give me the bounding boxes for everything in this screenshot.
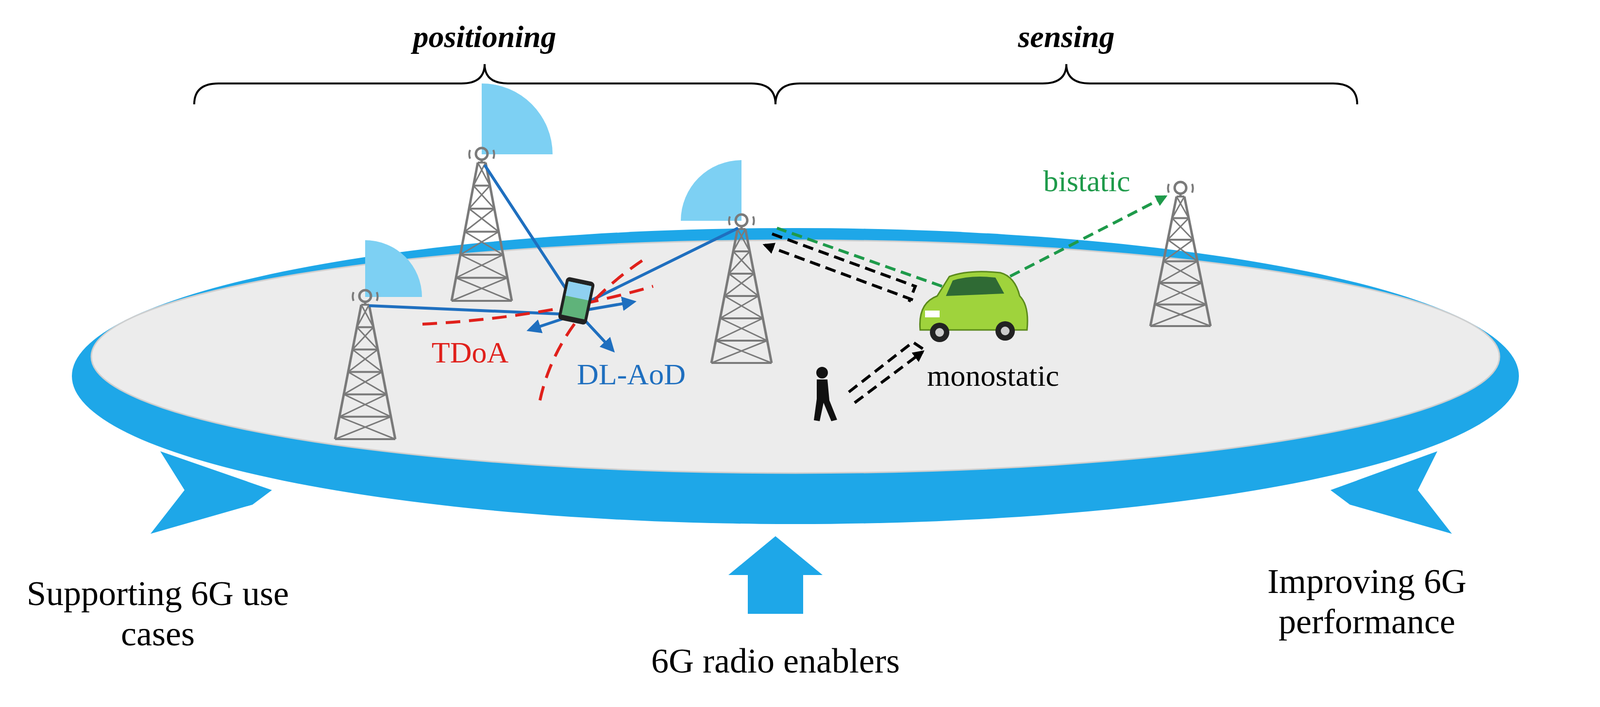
tower-strut (352, 327, 374, 350)
tower-strut (1150, 325, 1211, 328)
tower-strut (469, 185, 490, 210)
tower-strut (1154, 283, 1202, 305)
tower-strut (469, 207, 495, 210)
tower-strut (1167, 239, 1198, 262)
method-label: DL-AoD (576, 357, 686, 392)
mode-label: monostatic (926, 358, 1060, 394)
tower-strut (343, 394, 391, 418)
tower-strut (343, 393, 387, 396)
tower-strut (339, 394, 387, 418)
tower-strut (1154, 303, 1207, 306)
tower-strut (728, 273, 759, 297)
tower-strut (473, 185, 490, 187)
tower-strut (1167, 218, 1189, 241)
tower-strut (473, 185, 495, 210)
tower-strut (1172, 196, 1185, 219)
tower-strut (464, 208, 495, 233)
tower-strut (455, 278, 512, 302)
tower-strut (733, 250, 750, 253)
tower-strut (711, 362, 772, 365)
tower-strut (1159, 283, 1207, 305)
tower-strut (1154, 304, 1211, 327)
antenna (359, 290, 371, 303)
tower-strut (720, 317, 763, 320)
tower-strut (339, 416, 391, 419)
antenna (735, 214, 748, 227)
tower-strut (356, 326, 374, 329)
brace-heading: positioning (412, 18, 556, 55)
tower-strut (1163, 261, 1202, 284)
brace (775, 64, 1358, 105)
tower-strut (1163, 239, 1194, 262)
car (919, 271, 1028, 343)
tower-strut (352, 349, 383, 372)
tower-strut (1150, 304, 1207, 327)
tower-strut (733, 251, 755, 274)
tower-strut (1167, 238, 1194, 241)
tower-strut (464, 231, 499, 234)
tower-strut (720, 318, 768, 341)
tower-strut (455, 254, 504, 279)
tower-strut (469, 208, 499, 233)
tower-strut (335, 438, 396, 441)
ground-ellipse (91, 240, 1500, 474)
tower-strut (464, 232, 504, 256)
brace-heading: sensing (1017, 18, 1115, 55)
tower-strut (1163, 260, 1198, 263)
tower-strut (715, 340, 772, 364)
ring-caption: 6G radio enablers (651, 641, 900, 682)
tower-strut (352, 348, 378, 351)
tower-strut (720, 296, 759, 319)
phone (557, 276, 595, 326)
antenna (1174, 182, 1187, 194)
beam-sector (481, 83, 553, 155)
tower-strut (356, 327, 378, 350)
tower-strut (348, 372, 387, 395)
tower-strut (348, 349, 378, 372)
tower-strut (455, 277, 508, 280)
beam-sector (365, 240, 422, 298)
ring-caption: Supporting 6G use cases (26, 573, 289, 655)
tower-strut (1172, 218, 1194, 241)
ring-caption: Improving 6G performance (1235, 561, 1499, 643)
tower-strut (711, 340, 768, 364)
beam-sector (680, 160, 742, 221)
tower-strut (343, 372, 383, 395)
tower-strut (1159, 282, 1202, 285)
tower-strut (1172, 217, 1189, 220)
antenna (475, 148, 488, 160)
tower-strut (460, 253, 504, 256)
tower-strut (715, 318, 763, 341)
tower-strut (451, 300, 512, 303)
tower-strut (339, 417, 396, 440)
ring (71, 228, 1519, 525)
method-label: TDoA (431, 335, 509, 371)
mode-label: bistatic (1043, 164, 1130, 199)
tower-strut (733, 229, 746, 252)
tower-strut (451, 278, 508, 302)
tower-strut (1159, 261, 1198, 284)
person (813, 367, 838, 422)
tower-strut (335, 417, 391, 440)
tower-strut (715, 339, 768, 342)
tower-strut (724, 273, 755, 297)
tower-strut (460, 254, 508, 279)
tower-strut (724, 296, 763, 319)
ring-arrow (728, 536, 823, 615)
tower-strut (728, 272, 755, 275)
tower-strut (460, 232, 499, 256)
tower-strut (724, 295, 759, 298)
tower-strut (348, 371, 383, 374)
tower-strut (356, 304, 370, 328)
tower-strut (728, 251, 750, 274)
